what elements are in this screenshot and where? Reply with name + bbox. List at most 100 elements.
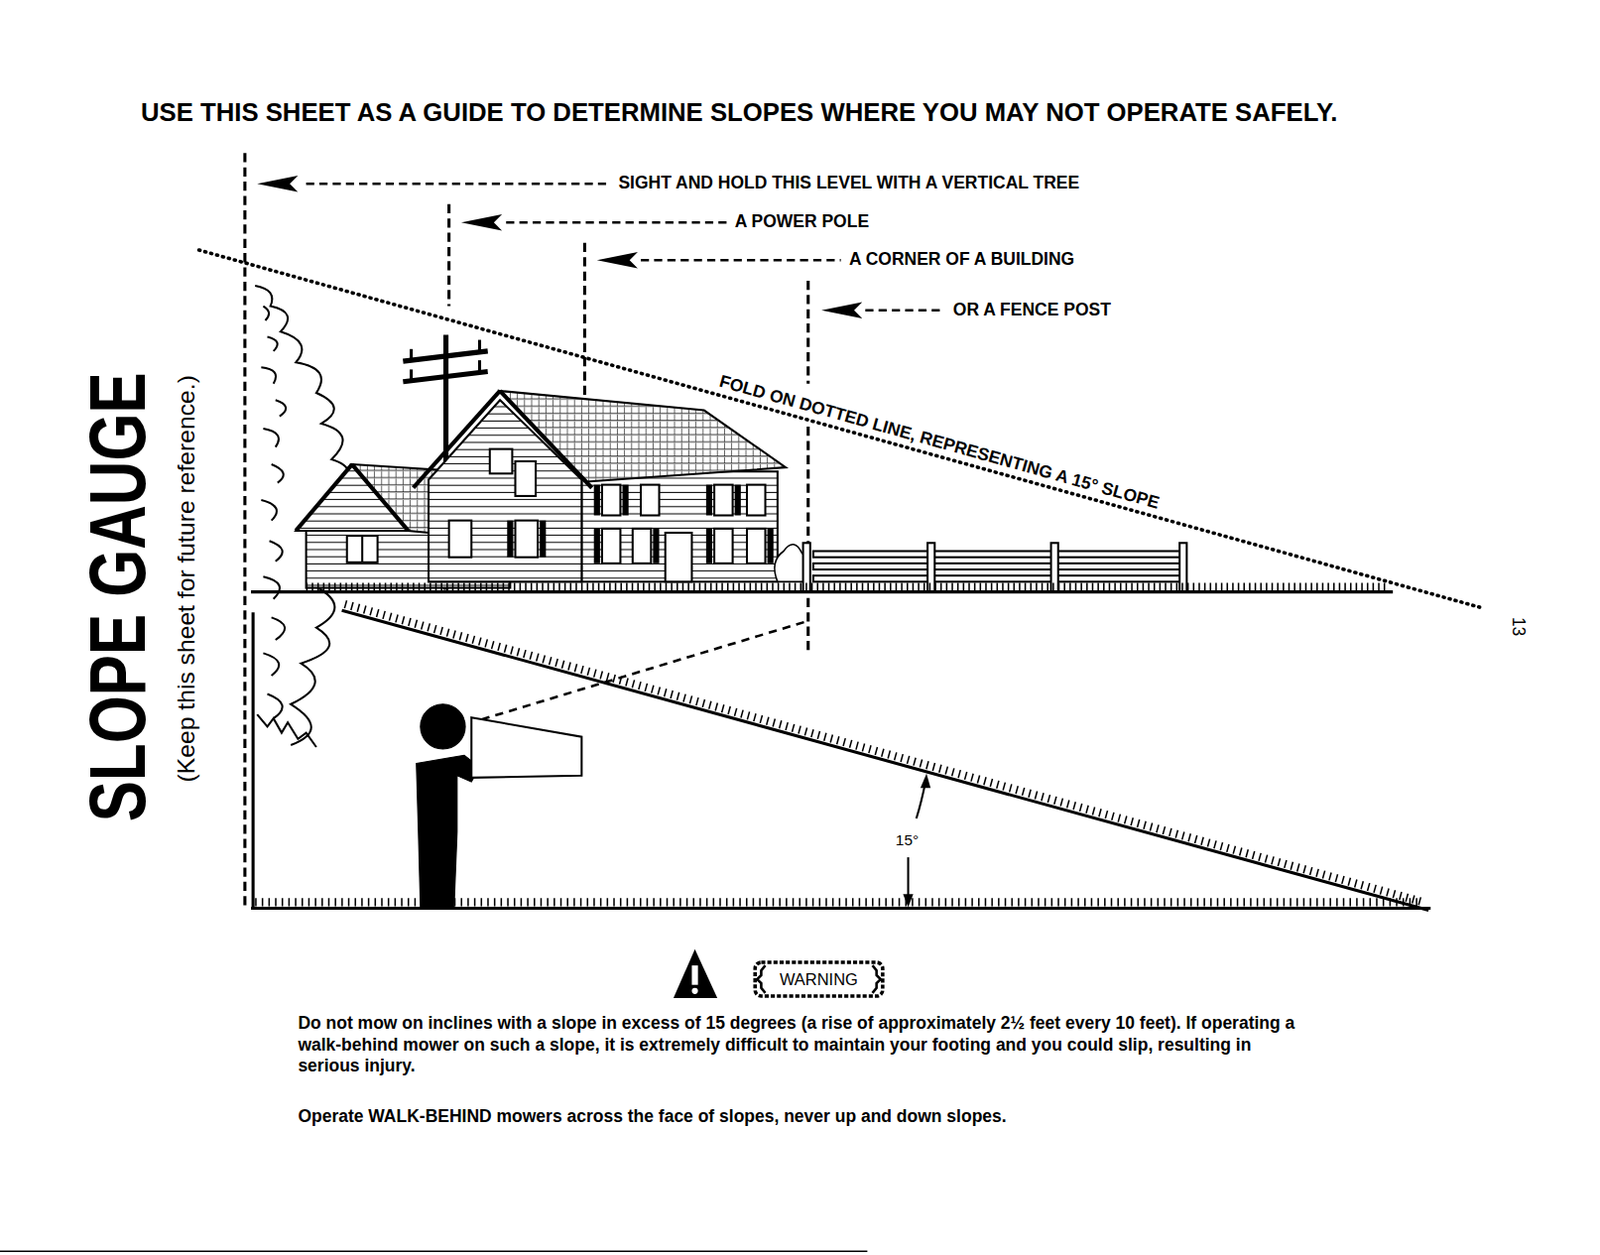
large-house [449,520,473,558]
sight-reference-lines [447,204,451,307]
sight-reference-lines [505,221,727,225]
fold-line [199,249,1480,608]
person-silhouette [416,754,481,908]
fence [813,563,1183,570]
warning-brace [756,965,765,993]
window-shutters [622,485,629,516]
warning-symbol [691,965,698,985]
warning-text: Operate WALK-BEHIND mowers across the fa… [297,1105,1308,1127]
warning-symbol [691,987,698,994]
sight-label: SIGHT AND HOLD THIS LEVEL WITH A VERTICA… [617,173,1080,194]
large-house [499,390,593,489]
person-silhouette [420,704,466,749]
large-house [413,390,786,582]
large-house [746,528,766,564]
page-edge-line [0,1250,867,1252]
fence [813,575,1183,582]
sight-arrowheads [256,175,298,192]
small-house [347,535,378,563]
window-shutters [652,528,659,564]
angle-marker [907,857,910,898]
tree [260,306,286,720]
power-pole [478,360,482,371]
sight-line [482,620,807,720]
sight-arrowheads [256,175,862,319]
fence [803,542,1188,592]
power-pole [409,349,413,360]
large-house [602,528,621,564]
large-house [632,528,652,564]
large-house [514,520,538,558]
sight-reference-lines [806,426,810,653]
power-pole [409,369,413,379]
window-shutters [767,528,774,564]
window-shutters [539,520,546,558]
small-house [352,464,409,531]
ground-lines [306,582,1388,591]
large-house [714,528,734,564]
large-house [490,449,513,475]
ground-lines [251,612,255,908]
warning-border [754,962,883,996]
sight-arrowheads [821,301,862,318]
power-pole [478,340,482,352]
page-number: 13 [1508,616,1529,636]
sight-reference-lines [583,243,587,404]
large-house [428,399,582,582]
large-house [640,485,660,516]
warning-symbol [673,949,718,998]
sight-reference-lines [306,182,612,186]
sight-reference-lines [243,152,247,910]
held-sheet [471,717,582,778]
ground-lines [250,587,1431,911]
large-house [746,485,766,516]
warning-symbol [673,949,718,998]
small-house [295,464,353,531]
sight-reference-lines [864,308,944,312]
sight-label: A POWER POLE [735,212,869,233]
sight-reference-lines [806,280,810,384]
warning-heading: WARNING [779,969,859,989]
warning-text: Do not mow on inclines with a slope in e… [297,1011,1308,1077]
large-house [413,390,500,489]
held-sheet [471,717,582,778]
sight-label: A CORNER OF A BUILDING [849,249,1075,270]
fold-line [199,249,1480,608]
fence [813,550,1183,557]
window-shutters [594,528,601,564]
sight-label: OR A FENCE POST [953,299,1111,320]
small-house [295,464,408,531]
sight-arrowheads [461,214,502,231]
large-house [665,532,693,582]
tree [256,714,317,747]
keep-note: (Keep this sheet for future reference.) [171,374,200,782]
window-shutters [506,520,513,558]
small-house [361,535,364,563]
page-edge-line [0,1249,867,1252]
ground-lines [342,610,1430,910]
power-pole [402,370,488,381]
angle-arrowheads [920,773,931,788]
warning-box: WARNING [752,960,884,998]
fence [1051,542,1059,592]
window-shutters [706,485,713,516]
person-silhouette [416,704,481,909]
sight-line [482,620,807,720]
window-shutters [735,485,741,516]
power-pole [402,351,488,362]
window-shutters [506,485,773,564]
window-shutters [706,528,713,564]
sight-reference-lines [245,152,945,910]
sight-reference-lines [640,258,842,262]
large-house [514,461,536,496]
large-house [602,485,621,516]
page-title: USE THIS SHEET AS A GUIDE TO DETERMINE S… [140,98,1339,128]
sight-arrowheads [597,251,638,268]
large-house [581,471,778,582]
angle-label: 15° [895,831,919,850]
angle-arrowheads [902,893,913,907]
window-shutters [594,485,601,516]
gauge-title: SLOPE GAUGE [71,371,163,822]
fold-label: FOLD ON DOTTED LINE, REPRESENTING A 15° … [717,370,1162,513]
